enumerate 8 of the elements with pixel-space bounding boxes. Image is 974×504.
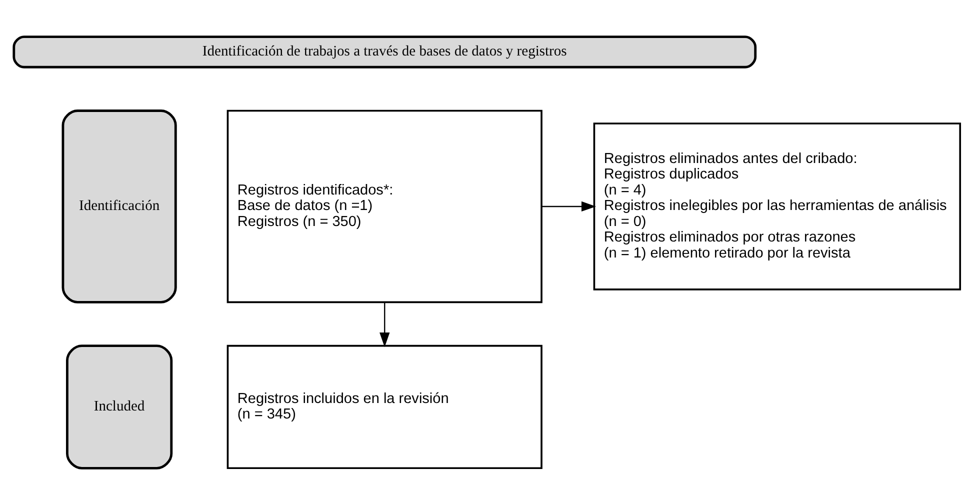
node-box: Registros identificados*: Base de datos (n =1) Registros (n = 350) (226, 109, 542, 303)
node-box: Identificación de trabajos a través de bases de datos y registros (12, 35, 757, 68)
arrow (380, 302, 390, 347)
node-box: Registros eliminados antes del cribado: Registros duplicados (n = 4) Registros inelegibles por las herramientas de análisis (n = 0) Registros eliminados por otras razones (n = 1) elemento retirado por la revista (593, 122, 962, 290)
node-box: Included (66, 344, 173, 469)
node-box: Registros incluidos en la revisión (n = 345) (226, 344, 542, 469)
node-box: Identificación (62, 109, 177, 303)
arrow (542, 200, 596, 212)
